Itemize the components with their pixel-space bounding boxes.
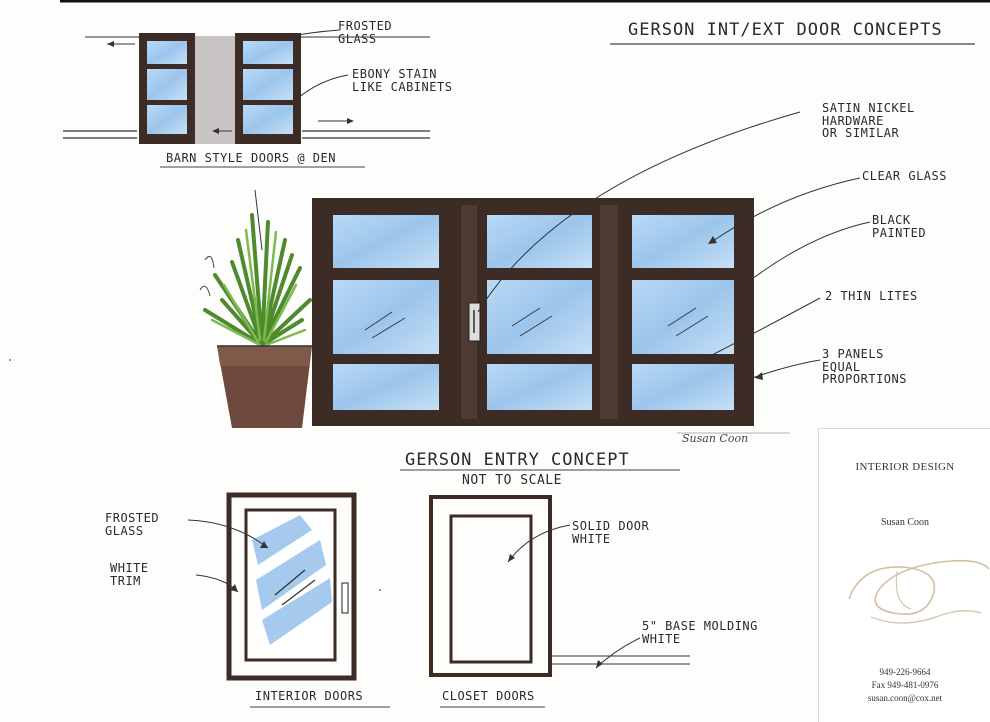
closet-door-sketch [429, 495, 690, 708]
potted-plant [199, 189, 312, 428]
card-phone: 949-226-9664 [879, 667, 931, 677]
sheet-title: GERSON INT/EXT DOOR CONCEPTS [628, 20, 943, 40]
callout-ebony-stain: EBONY STAIN LIKE CABINETS [352, 67, 453, 94]
signature: Susan Coon [682, 432, 749, 445]
callout-frosted-glass: FROSTED GLASS [338, 19, 393, 46]
callout-thin-lites: 2 THIN LITES [825, 289, 918, 303]
entry-doors-sketch [312, 111, 871, 471]
entry-caption: GERSON ENTRY CONCEPT [405, 450, 630, 470]
closet-doors-caption: CLOSET DOORS [442, 689, 535, 703]
not-to-scale-note: NOT TO SCALE [462, 473, 562, 488]
card-heading: INTERIOR DESIGN [855, 461, 955, 473]
callout-interior-frosted-glass: FROSTED GLASS [105, 511, 160, 538]
barn-doors-sketch [63, 29, 430, 168]
interior-doors-caption: INTERIOR DOORS [255, 689, 364, 703]
callout-base-molding: 5" BASE MOLDING WHITE [642, 619, 758, 646]
callout-clear-glass: CLEAR GLASS [862, 169, 947, 183]
callout-white-trim: WHITE TRIM [110, 561, 149, 588]
card-email: susan.coon@cox.net [867, 693, 943, 703]
card-name: Susan Coon [880, 517, 930, 528]
callout-solid-door: SOLID DOOR WHITE [572, 519, 650, 546]
card-fax: Fax 949-481-0976 [871, 680, 939, 690]
business-card: INTERIOR DESIGN Susan Coon 949-226-9664 … [818, 428, 990, 722]
interior-door-sketch [187, 492, 390, 708]
card-swash-logo [848, 559, 990, 624]
barn-doors-caption: BARN STYLE DOORS @ DEN [166, 151, 336, 165]
callout-black-painted: BLACK PAINTED [872, 213, 927, 240]
callout-satin-nickel: SATIN NICKEL HARDWARE OR SIMILAR [822, 101, 915, 141]
callout-three-panels: 3 PANELS EQUAL PROPORTIONS [822, 347, 907, 387]
